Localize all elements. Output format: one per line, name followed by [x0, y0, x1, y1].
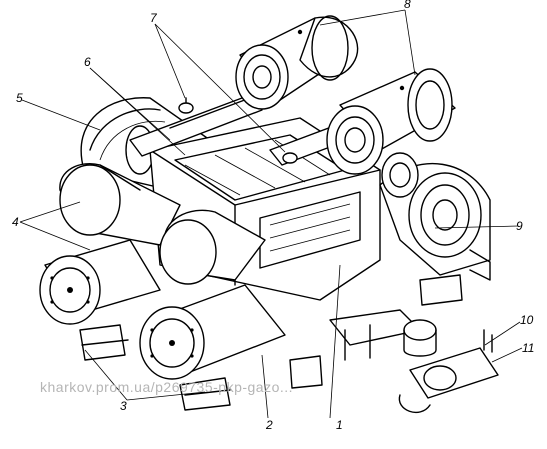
front-center-lower-cylinder	[139, 284, 286, 380]
right-elbow-assembly-9	[379, 152, 491, 281]
callout-6: 6	[84, 55, 91, 69]
supports-3	[79, 274, 463, 411]
right-cylinder-8	[326, 68, 456, 175]
top-right-cylinder-8	[235, 15, 359, 110]
front-center-upper-cylinder	[159, 209, 266, 285]
callout-4: 4	[12, 215, 19, 229]
callout-7: 7	[150, 11, 158, 25]
front-left-lower-cylinder	[39, 239, 161, 325]
callout-1: 1	[336, 418, 343, 432]
lower-right-unit-10-11	[329, 309, 499, 414]
callout-11: 11	[522, 341, 534, 355]
callout-5: 5	[16, 91, 23, 105]
callout-10: 10	[520, 313, 534, 327]
leader-lines	[19, 9, 523, 419]
callout-8: 8	[404, 0, 411, 11]
callout-3: 3	[120, 399, 127, 413]
callout-9: 9	[516, 219, 523, 233]
watermark-text: kharkov.prom.ua/p269735-pkp-gazo...	[40, 379, 293, 395]
callout-labels: 1 2 3 4 5 6 7 8 9 10 11	[12, 0, 534, 432]
callout-2: 2	[265, 418, 273, 432]
